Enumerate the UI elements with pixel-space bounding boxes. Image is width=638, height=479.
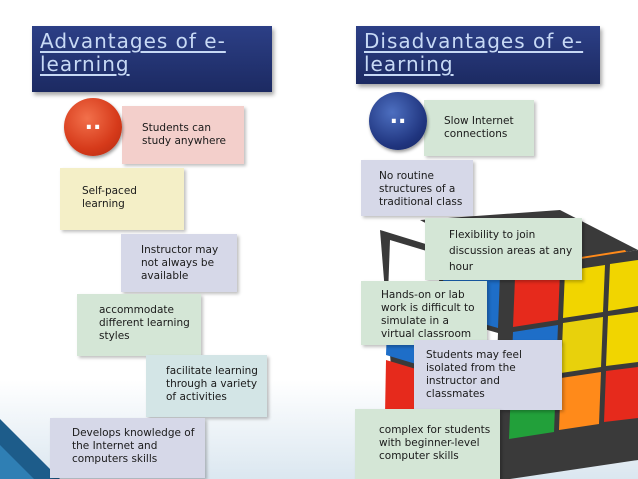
adv-item-1-text: Students can study anywhere	[142, 122, 227, 147]
adv-item-5-text: facilitate learning through a variety of…	[166, 365, 258, 403]
adv-item-4-text: accommodate different learning styles	[99, 304, 190, 342]
disadv-item-5-text: Students may feel isolated from the inst…	[426, 349, 522, 400]
disadvantages-bullet-icon: ..	[369, 92, 427, 150]
disadv-item-3-text: Flexibility to join discussion areas at …	[449, 229, 573, 273]
adv-item-4: accommodate different learning styles	[77, 294, 201, 356]
adv-item-3: Instructor may not always be available	[121, 234, 237, 292]
disadv-item-6: complex for students with beginner-level…	[355, 409, 500, 479]
adv-item-6-text: Develops knowledge of the Internet and c…	[72, 427, 195, 465]
disadvantages-title: Disadvantages of e-learning	[356, 26, 600, 84]
adv-item-3-text: Instructor may not always be available	[141, 244, 219, 282]
disadv-item-1: Slow Internet connections	[424, 100, 534, 156]
adv-item-5: facilitate learning through a variety of…	[146, 355, 267, 417]
cube-right-face	[509, 250, 638, 479]
disadv-item-2-text: No routine structures of a traditional c…	[379, 170, 463, 208]
disadv-item-2: No routine structures of a traditional c…	[361, 160, 473, 216]
advantages-bullet-icon: ..	[64, 98, 122, 156]
disadv-item-4-text: Hands-on or lab work is difficult to sim…	[381, 289, 475, 340]
disadv-item-1-text: Slow Internet connections	[444, 115, 514, 140]
disadv-item-5: Students may feel isolated from the inst…	[414, 340, 562, 410]
adv-item-2: Self-paced learning	[60, 168, 184, 230]
disadv-item-6-text: complex for students with beginner-level…	[379, 424, 491, 462]
disadv-item-4: Hands-on or lab work is difficult to sim…	[361, 281, 487, 345]
adv-item-6: Develops knowledge of the Internet and c…	[50, 418, 205, 478]
adv-item-1: Students can study anywhere	[122, 106, 244, 164]
advantages-title: Advantages of e-learning	[32, 26, 272, 92]
adv-item-2-text: Self-paced learning	[82, 185, 137, 210]
disadv-item-3: Flexibility to join discussion areas at …	[425, 218, 582, 280]
corner-decoration-inner	[0, 445, 34, 479]
